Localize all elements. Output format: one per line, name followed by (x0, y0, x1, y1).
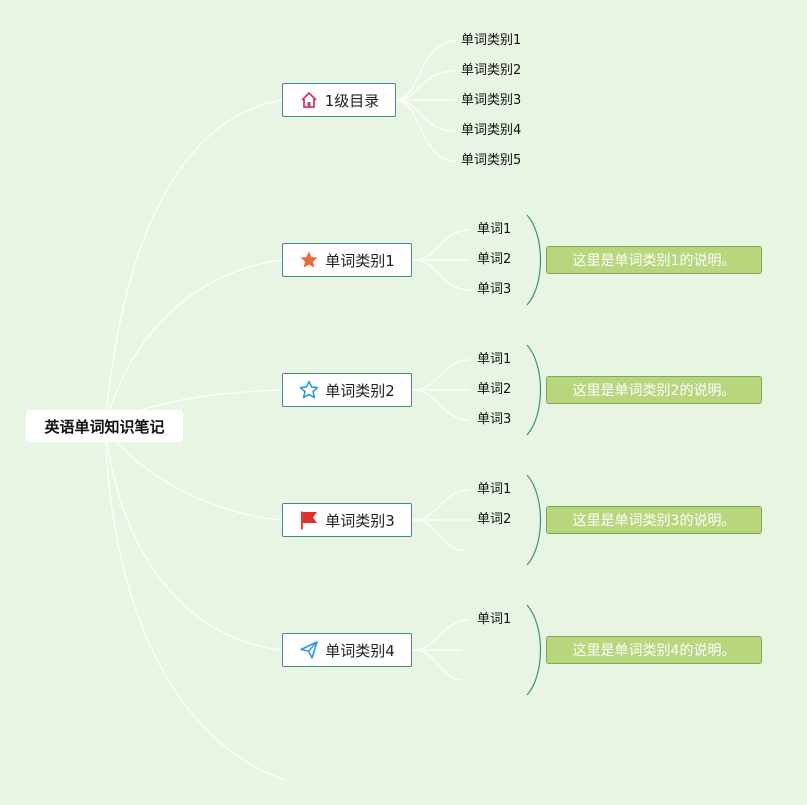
star-filled-icon (299, 250, 319, 270)
summary-note[interactable]: 这里是单词类别3的说明。 (546, 506, 762, 534)
word-item[interactable]: 单词2 (477, 512, 512, 527)
branch-topic-label: 单词类别3 (325, 511, 395, 530)
word-item[interactable]: 单词1 (477, 222, 512, 237)
summary-note[interactable]: 这里是单词类别2的说明。 (546, 376, 762, 404)
word-item[interactable]: 单词2 (477, 252, 512, 267)
root-topic[interactable]: 英语单词知识笔记 (26, 410, 183, 442)
summary-note-text: 这里是单词类别3的说明。 (572, 513, 736, 529)
branch-topic-category-3[interactable]: 单词类别3 (282, 503, 412, 537)
branch-topic-catalog[interactable]: 1级目录 (282, 83, 396, 117)
summary-note[interactable]: 这里是单词类别1的说明。 (546, 246, 762, 274)
summary-note[interactable]: 这里是单词类别4的说明。 (546, 636, 762, 664)
word-item[interactable]: 单词1 (477, 352, 512, 367)
home-icon (299, 90, 319, 110)
branch-topic-label: 单词类别1 (325, 251, 395, 270)
word-item[interactable]: 单词1 (477, 612, 512, 627)
branch-topic-category-2[interactable]: 单词类别2 (282, 373, 412, 407)
word-item[interactable]: 单词3 (477, 412, 512, 427)
summary-note-text: 这里是单词类别4的说明。 (572, 643, 736, 659)
word-item[interactable]: 单词2 (477, 382, 512, 397)
word-item[interactable]: 单词1 (477, 482, 512, 497)
branch-topic-label: 单词类别4 (325, 641, 395, 660)
subtopic-item[interactable]: 单词类别4 (461, 123, 522, 138)
branch-topic-label: 单词类别2 (325, 381, 395, 400)
paper-plane-icon (299, 640, 319, 660)
branch-topic-category-4[interactable]: 单词类别4 (282, 633, 412, 667)
subtopic-item[interactable]: 单词类别3 (461, 93, 522, 108)
subtopic-item[interactable]: 单词类别1 (461, 33, 522, 48)
word-item[interactable]: 单词3 (477, 282, 512, 297)
subtopic-item[interactable]: 单词类别5 (461, 153, 522, 168)
star-outline-icon (299, 380, 319, 400)
branch-topic-category-1[interactable]: 单词类别1 (282, 243, 412, 277)
summary-note-text: 这里是单词类别2的说明。 (572, 383, 736, 399)
subtopic-item[interactable]: 单词类别2 (461, 63, 522, 78)
summary-note-text: 这里是单词类别1的说明。 (572, 253, 736, 269)
summary-brackets (526, 214, 541, 696)
root-topic-label: 英语单词知识笔记 (44, 417, 165, 436)
flag-icon (299, 510, 319, 530)
branch-topic-label: 1级目录 (324, 91, 380, 110)
